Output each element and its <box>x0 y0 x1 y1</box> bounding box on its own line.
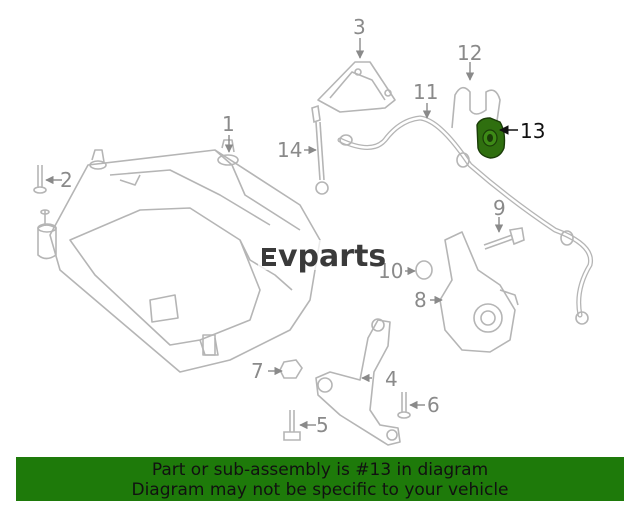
callout-5: 5 <box>316 413 329 437</box>
steering-knuckle-8 <box>439 231 519 353</box>
nut-10 <box>415 260 433 280</box>
stabilizer-link-14 <box>311 104 329 195</box>
banner-line-2: Diagram may not be specific to your vehi… <box>131 480 509 500</box>
callout-12: 12 <box>457 41 482 65</box>
bolt-2 <box>33 165 47 194</box>
banner-line-1: Part or sub-assembly is #13 in diagram <box>151 460 489 480</box>
callout-7: 7 <box>251 359 264 383</box>
callout-9: 9 <box>493 196 506 220</box>
nut-7 <box>279 359 303 379</box>
callout-1: 1 <box>222 112 235 136</box>
notice-banner: Part or sub-assembly is #13 in diagram D… <box>16 457 624 501</box>
bracket-3 <box>317 61 396 113</box>
stabilizer-bushing-13 <box>476 117 506 159</box>
bolt-6 <box>397 392 411 419</box>
bolt-5 <box>283 410 301 441</box>
callout-8: 8 <box>414 288 427 312</box>
callout-6: 6 <box>427 393 440 417</box>
lower-control-arm-4 <box>315 318 401 446</box>
svg-text:vparts: vparts <box>278 239 386 274</box>
clamp-12 <box>451 86 501 129</box>
evparts-logo: vparts <box>258 239 386 274</box>
subframe-mount <box>37 209 57 260</box>
callout-13: 13 <box>520 119 545 143</box>
callout-11: 11 <box>413 80 438 104</box>
callout-14: 14 <box>277 138 302 162</box>
stabilizer-bar-11 <box>337 115 594 318</box>
bolt-9 <box>483 227 525 250</box>
leader-lines <box>45 38 504 430</box>
callout-2: 2 <box>60 168 73 192</box>
callout-4: 4 <box>385 367 398 391</box>
callout-3: 3 <box>353 15 366 39</box>
